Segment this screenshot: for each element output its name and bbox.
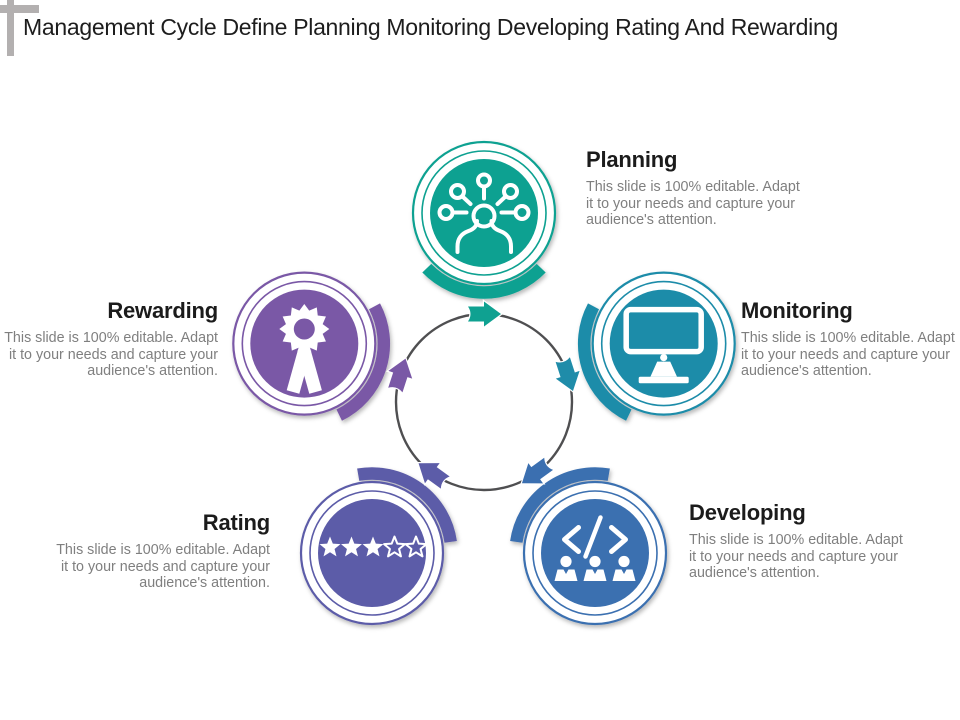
node-rating-badge [299, 467, 457, 626]
developing-text-block: Developing This slide is 100% editable. … [689, 500, 911, 582]
cycle-arrow-monitoring [549, 354, 587, 397]
monitoring-label: Monitoring [741, 298, 853, 323]
rating-disc [318, 499, 426, 607]
award-ribbon-icon [279, 304, 330, 394]
monitoring-swoosh-arc [577, 303, 632, 421]
planning-label: Planning [586, 147, 678, 172]
planning-text-block: Planning This slide is 100% editable. Ad… [586, 147, 808, 229]
developing-swoosh-arc [510, 467, 610, 543]
node-rewarding-badge [232, 271, 391, 421]
corner-accent-vertical-bar [7, 0, 14, 56]
rating-swoosh-arc [357, 467, 457, 543]
cycle-arrow-planning [466, 300, 503, 328]
rating-description: This slide is 100% editable. Adapt it to… [56, 542, 270, 592]
desktop-monitor-icon [623, 306, 704, 384]
slide-title: Management Cycle Define Planning Monitor… [23, 14, 838, 40]
developing-description: This slide is 100% editable. Adapt it to… [689, 532, 903, 582]
rewarding-swoosh-arc [336, 303, 391, 421]
cycle-arrow-rewarding [382, 353, 419, 396]
developing-disc [541, 499, 649, 607]
monitoring-text-block: Monitoring This slide is 100% editable. … [741, 298, 960, 380]
monitoring-description: This slide is 100% editable. Adapt it to… [741, 330, 955, 380]
planning-description: This slide is 100% editable. Adapt it to… [586, 179, 800, 229]
node-developing-badge [510, 467, 668, 626]
rewarding-text-block: Rewarding This slide is 100% editable. A… [0, 298, 218, 380]
corner-accent-horizontal-bar [0, 5, 39, 13]
planning-swoosh-arc [422, 263, 546, 299]
node-monitoring-badge [577, 271, 736, 421]
rewarding-description: This slide is 100% editable. Adapt it to… [4, 330, 218, 380]
mind-map-person-icon [437, 172, 531, 254]
rewarding-label: Rewarding [107, 298, 218, 323]
monitoring-disc [609, 289, 718, 398]
code-team-icon [554, 515, 636, 581]
rating-label: Rating [202, 510, 270, 535]
rating-text-block: Rating This slide is 100% editable. Adap… [48, 510, 270, 592]
developing-label: Developing [689, 500, 806, 525]
node-planning-badge [411, 140, 557, 299]
